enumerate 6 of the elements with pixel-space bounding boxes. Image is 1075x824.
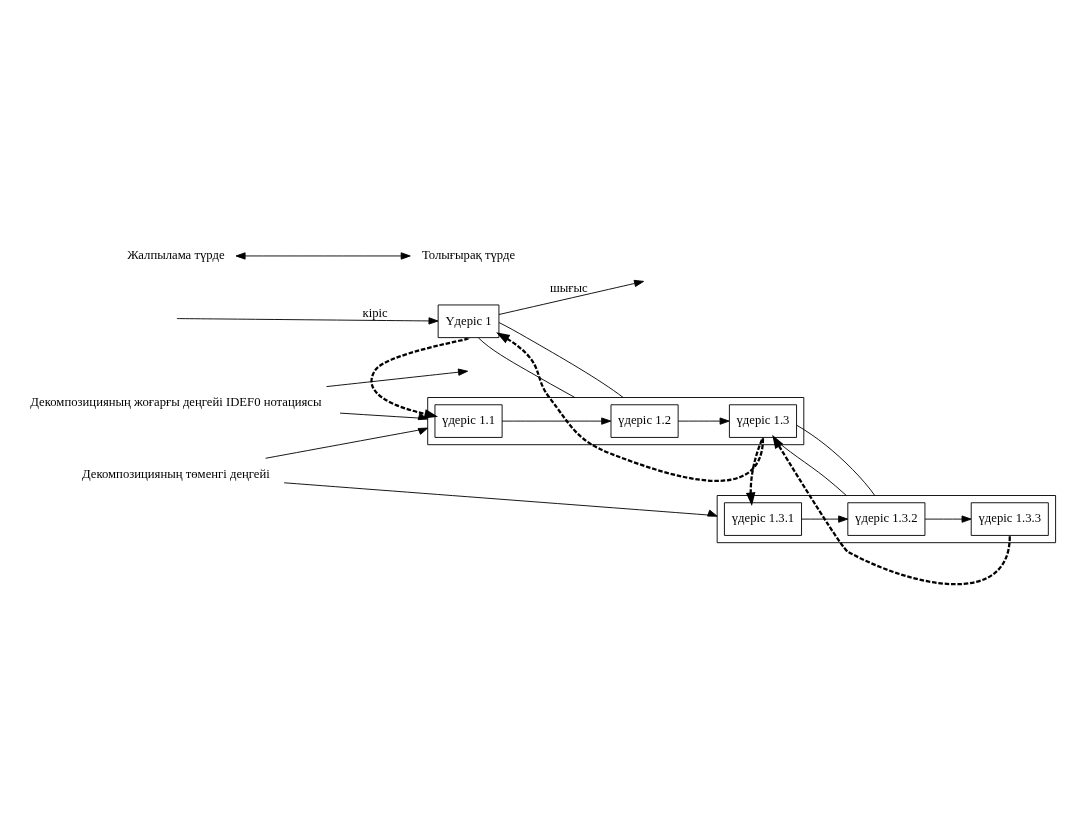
node-text: Декомпозицияның жоғарғы деңгейі IDEF0 нотациясы [30,395,322,410]
node-text: Жалпылама түрде [127,248,225,263]
edge-label: шығыс [549,280,588,295]
edge-label: кіріс [362,305,388,320]
node-text: Декомпозицияның төменгі деңгейі [82,466,270,481]
node-text: Толығырақ түрде [422,248,516,263]
